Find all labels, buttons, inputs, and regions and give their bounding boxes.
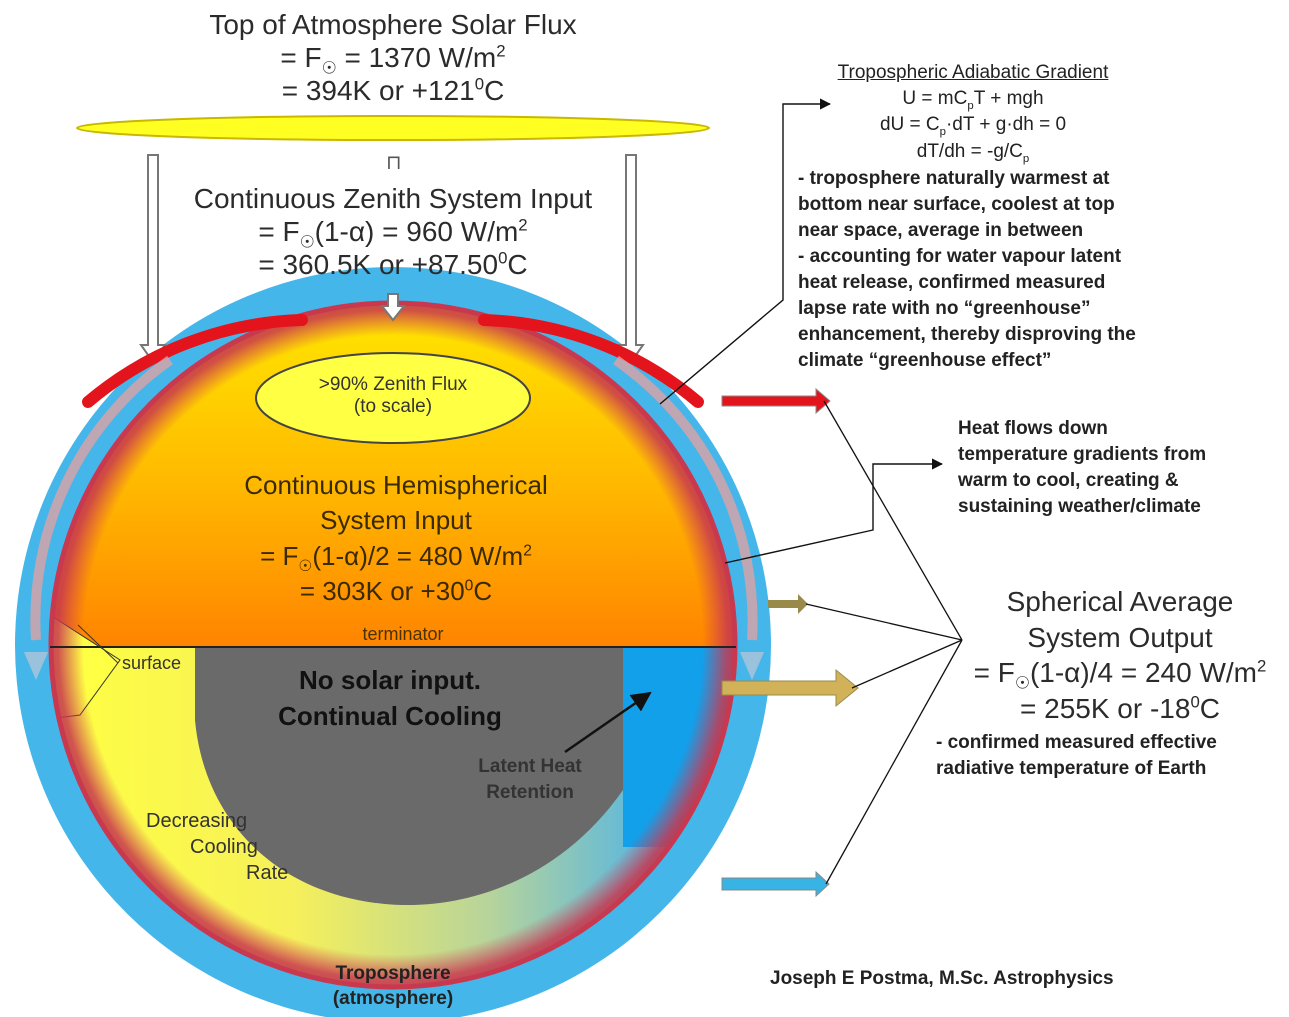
hemispherical-line2: System Input: [320, 505, 472, 536]
converging-lines: [805, 400, 963, 885]
output-line4: = 255K or -180C: [1019, 692, 1221, 724]
top-flux-title: Top of Atmosphere Solar Flux: [209, 9, 577, 40]
adiabatic-eq3: dT/dh = -g/Cp: [916, 140, 1030, 165]
latent-line2: Retention: [486, 781, 574, 803]
hemispherical-block: Continuous Hemispherical System Input = …: [176, 468, 616, 609]
sun-ellipse: [76, 115, 710, 141]
adiabatic-title: Tropospheric Adiabatic Gradient: [837, 62, 1109, 83]
circulation-head-right: [740, 652, 764, 680]
output-arrow-tan: [721, 668, 859, 708]
output-arrow-olive: [768, 594, 808, 614]
output-notes: - confirmed measured effective radiative…: [936, 730, 1217, 782]
hemispherical-line3: = F☉(1-α)/2 = 480 W/m2: [260, 540, 532, 575]
night-line2: Continual Cooling: [278, 701, 502, 732]
adiabatic-pointer: [659, 98, 832, 405]
adiabatic-notes: - troposphere naturally warmest at botto…: [798, 166, 1136, 374]
adiabatic-note-line: heat release, confirmed measured: [798, 272, 1106, 294]
adiabatic-eq2: dU = Cp·dT + g·dh = 0: [879, 114, 1067, 139]
night-block: No solar input. Continual Cooling: [230, 662, 550, 735]
heatflow-notes: Heat flows down temperature gradients fr…: [958, 416, 1206, 520]
adiabatic-eq1: U = mCpT + mgh: [902, 88, 1044, 113]
output-arrow-cyan: [721, 870, 830, 898]
output-note-line: radiative temperature of Earth: [936, 758, 1207, 780]
adiabatic-note-line: enhancement, thereby disproving the: [798, 324, 1136, 346]
zenith-block: Continuous Zenith System Input = F☉(1-α)…: [160, 182, 626, 281]
latent-heat-label: Latent Heat Retention: [455, 754, 605, 806]
troposphere-line2: (atmosphere): [332, 987, 454, 1009]
output-line1: Spherical Average: [1006, 586, 1234, 617]
output-note-line: - confirmed measured effective: [936, 732, 1217, 753]
heatflow-line: Heat flows down: [958, 418, 1108, 439]
decreasing-line2: Cooling: [190, 836, 258, 858]
adiabatic-note-line: lapse rate with no “greenhouse”: [798, 298, 1091, 320]
decreasing-line1: Decreasing: [146, 810, 248, 832]
surface-label: surface: [122, 653, 182, 673]
heatflow-line: warm to cool, creating &: [958, 470, 1179, 492]
latent-line1: Latent Heat: [478, 756, 582, 777]
adiabatic-equations: Tropospheric Adiabatic Gradient U = mCpT…: [798, 60, 1148, 165]
adiabatic-note-line: bottom near surface, coolest at top: [798, 194, 1115, 216]
zenith-line2: = 360.5K or +87.500C: [258, 248, 528, 281]
zenith-title: Continuous Zenith System Input: [193, 183, 593, 214]
adiabatic-note-line: climate “greenhouse effect”: [798, 350, 1052, 372]
adiabatic-note-line: - accounting for water vapour latent: [798, 246, 1122, 268]
decreasing-label: Decreasing Cooling Rate: [146, 808, 288, 886]
red-arc-left: [82, 314, 308, 408]
hemispherical-line1: Continuous Hemispherical: [244, 470, 548, 500]
output-block: Spherical Average System Output = F☉(1-α…: [960, 584, 1280, 726]
zenith-line1: = F☉(1-α) = 960 W/m2: [258, 215, 528, 252]
output-line3: = F☉(1-α)/4 = 240 W/m2: [973, 656, 1267, 693]
top-flux-block: Top of Atmosphere Solar Flux = F☉ = 1370…: [140, 8, 646, 107]
top-flux-line1: = F☉ = 1370 W/m2: [280, 41, 506, 78]
circulation-arrow-left: [30, 355, 173, 641]
latent-heat-arrow: [564, 691, 652, 754]
night-line1: No solar input.: [299, 665, 481, 695]
troposphere-label: Troposphere (atmosphere): [300, 962, 486, 1011]
decreasing-line3: Rate: [246, 862, 289, 884]
troposphere-glow: [51, 303, 735, 987]
zenith-flux-line1: >90% Zenith Flux: [318, 374, 468, 395]
flux-arrow-center: [379, 293, 407, 322]
flux-arrow-right: [617, 154, 645, 364]
zenith-flux-ellipse: [255, 352, 531, 444]
output-line2: System Output: [1027, 621, 1213, 653]
heatflow-pointer: [724, 458, 944, 564]
troposphere-line1: Troposphere: [335, 963, 451, 984]
top-flux-line2: = 394K or +1210C: [281, 74, 505, 107]
author-credit: Joseph E Postma, M.Sc. Astrophysics: [770, 968, 1114, 989]
adiabatic-note-line: near space, average in between: [798, 220, 1084, 242]
red-arc-right: [478, 314, 704, 408]
heatflow-line: temperature gradients from: [958, 444, 1207, 466]
adiabatic-note-line: - troposphere naturally warmest at: [798, 168, 1110, 189]
heatflow-line: sustaining weather/climate: [958, 496, 1201, 518]
circulation-head-left: [24, 652, 48, 680]
output-arrow-red: [721, 387, 831, 415]
zenith-flux-label: >90% Zenith Flux (to scale): [293, 374, 493, 419]
zenith-flux-line2: (to scale): [353, 396, 433, 418]
zenith-marker: ⊓: [386, 152, 402, 174]
hemispherical-line4: = 303K or +300C: [299, 576, 493, 607]
circulation-arrow-right: [613, 355, 758, 641]
terminator-label: terminator: [362, 624, 444, 644]
